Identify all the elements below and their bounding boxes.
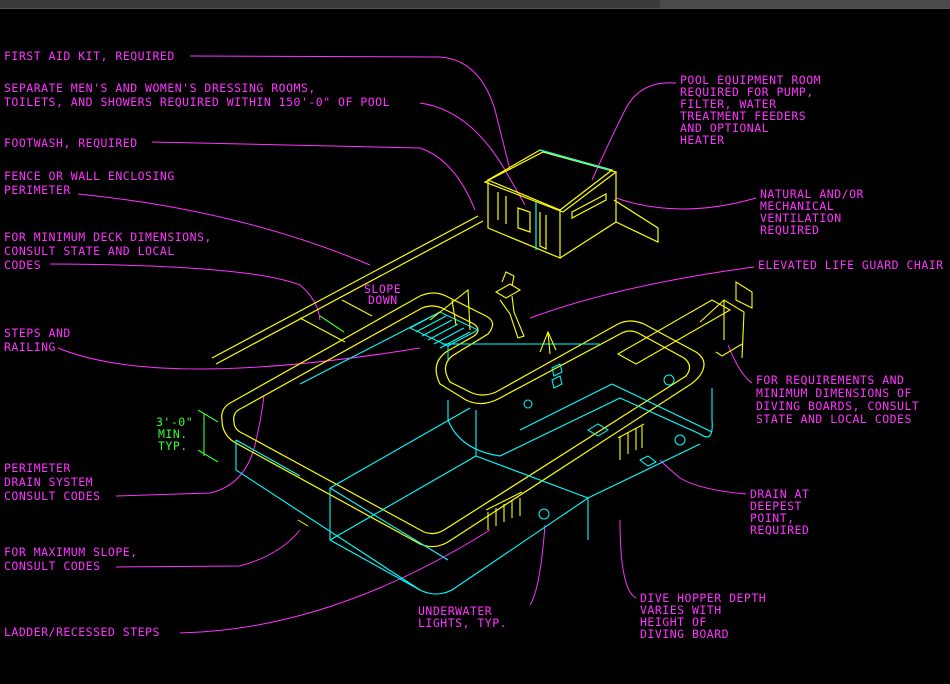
leader-lines (49, 55, 757, 634)
label-max-slope: FOR MAXIMUM SLOPE, CONSULT CODES (4, 545, 145, 573)
guard-chair (494, 271, 557, 355)
building-accent (535, 149, 611, 250)
label-first-aid: FIRST AID KIT, REQUIRED (4, 49, 175, 63)
window-top-bar (0, 0, 950, 9)
label-equipment-room: POOL EQUIPMENT ROOM REQUIRED FOR PUMP, F… (680, 73, 829, 147)
pool-plan-drawing[interactable]: FIRST AID KIT, REQUIRED SEPARATE MEN'S A… (0, 8, 950, 680)
pool-ladders (485, 423, 645, 530)
max-slope-marker (297, 519, 309, 527)
height-dimension (197, 315, 345, 463)
leader-diving-boards (727, 344, 753, 384)
leader-ladder (179, 529, 491, 634)
leader-fence (77, 193, 371, 266)
label-deck: FOR MINIMUM DECK DIMENSIONS, CONSULT STA… (4, 230, 219, 272)
leader-ventilation (615, 197, 757, 210)
label-steps-railing: STEPS AND RAILING (4, 326, 78, 354)
label-footwash: FOOTWASH, REQUIRED (4, 136, 138, 150)
underwater-lights (523, 363, 686, 520)
label-dressing-rooms: SEPARATE MEN'S AND WOMEN'S DRESSING ROOM… (4, 81, 390, 109)
label-drain: DRAIN AT DEEPEST POINT, REQUIRED (750, 487, 817, 537)
leader-dressing-rooms (419, 102, 526, 206)
leader-underwater-lights (529, 524, 546, 606)
label-diving-boards: FOR REQUIREMENTS AND MINIMUM DIMENSIONS … (756, 373, 927, 426)
label-fence: FENCE OR WALL ENCLOSING PERIMETER (4, 169, 182, 197)
pool-steps (408, 311, 480, 360)
leader-perimeter-drain (115, 394, 265, 497)
leader-first-aid (189, 55, 511, 171)
label-slope-down: SLOPE DOWN (364, 282, 409, 307)
leader-max-slope (115, 529, 301, 568)
pool-coping (221, 292, 705, 548)
leader-dive-hopper (619, 519, 637, 599)
label-ventilation: NATURAL AND/OR MECHANICAL VENTILATION RE… (760, 187, 871, 237)
pool-basin (235, 311, 713, 595)
slope-arrow (341, 299, 373, 317)
step-railing (429, 288, 471, 331)
drawing-canvas[interactable]: FIRST AID KIT, REQUIRED SEPARATE MEN'S A… (0, 8, 950, 680)
leader-drain (659, 459, 747, 495)
perimeter-fence (211, 215, 484, 365)
label-min-height: 3'-0" MIN. TYP. (156, 415, 201, 453)
main-drain (587, 423, 609, 437)
leader-deck (49, 263, 321, 321)
leader-guard-chair (529, 266, 755, 319)
label-guard-chair: ELEVATED LIFE GUARD CHAIR (758, 258, 944, 272)
label-ladder: LADDER/RECESSED STEPS (4, 625, 160, 639)
leader-footwash (151, 141, 476, 211)
label-underwater-lights: UNDERWATER LIGHTS, TYP. (418, 604, 507, 630)
leader-steps (57, 347, 421, 370)
label-perimeter-drain: PERIMETER DRAIN SYSTEM CONSULT CODES (4, 461, 101, 503)
equipment-building (483, 149, 659, 259)
window-top-bar-right (660, 0, 950, 8)
label-dive-hopper: DIVE HOPPER DEPTH VARIES WITH HEIGHT OF … (640, 591, 774, 641)
leader-equipment-room (591, 82, 677, 181)
diving-board (616, 281, 753, 365)
